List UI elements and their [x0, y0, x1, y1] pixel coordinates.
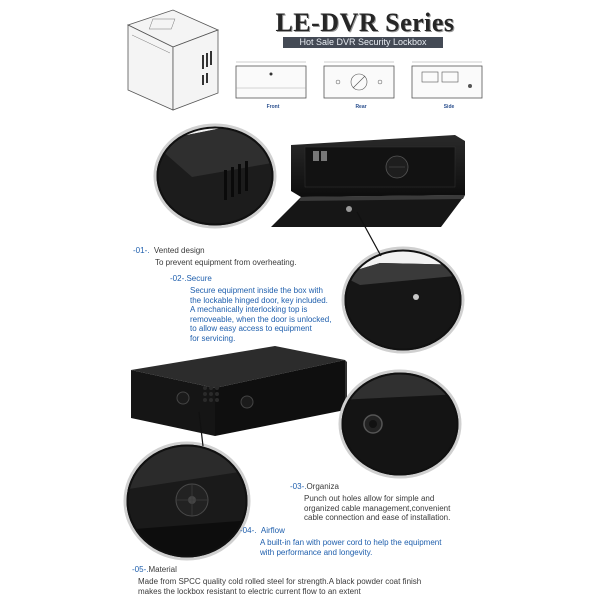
feature-05: -05-.Material Made from SPCC quality col… — [132, 559, 492, 596]
closed-lockbox-photo — [131, 346, 347, 436]
connector-line — [198, 411, 204, 447]
key-lock-zoom — [341, 246, 465, 354]
open-lockbox-photo — [271, 135, 465, 227]
side-view-drawing — [411, 61, 483, 99]
feature-04-line: A built-in fan with power cord to help t… — [260, 538, 442, 547]
feature-05-desc: Made from SPCC quality cold rolled steel… — [132, 577, 492, 596]
feature-04-number: -04-. — [240, 526, 257, 535]
rear-view-label: Rear — [355, 104, 367, 110]
feature-02-line: for servicing. — [190, 333, 236, 343]
feature-01-desc: To prevent equipment from overheating. — [155, 258, 297, 267]
feature-03-line: cable connection and ease of installatio… — [304, 513, 451, 522]
feature-02-number: -02-. — [170, 274, 187, 283]
feature-04-line: with performance and longevity. — [260, 547, 373, 557]
rear-view-drawing — [323, 61, 395, 99]
side-view-label: Side — [443, 104, 455, 110]
feature-02-line: removeable, when the door is unlocked, — [190, 314, 332, 324]
feature-02-line: A mechanically interlocking top is — [190, 305, 308, 314]
feature-03-number: -03-. — [290, 482, 307, 491]
feature-04: -04-. Airflow A built-in fan with power … — [240, 520, 500, 557]
feature-05-line: makes the lockbox resistant to electric … — [138, 586, 361, 596]
interior-fan-zoom — [123, 441, 251, 561]
feature-05-title: Material — [148, 565, 177, 574]
feature-03: -03-.Organiza Punch out holes allow for … — [290, 476, 500, 523]
feature-04-title: Airflow — [260, 526, 285, 535]
feature-02-desc: Secure equipment inside the box with the… — [170, 286, 370, 343]
page-subtitle: Hot Sale DVR Security Lockbox — [283, 37, 443, 48]
feature-03-line: Punch out holes allow for simple and — [304, 494, 435, 503]
punch-out-hole-zoom — [338, 369, 462, 479]
page-title: LE-DVR Series — [275, 8, 455, 37]
feature-01-title: Vented design — [153, 246, 205, 255]
vented-design-zoom — [153, 123, 277, 229]
feature-01: -01-. Vented design To prevent equipment… — [133, 240, 353, 268]
feature-02-line: the lockable hinged door, key included. — [190, 295, 328, 305]
feature-04-desc: A built-in fan with power cord to help t… — [240, 538, 500, 557]
feature-05-line: Made from SPCC quality cold rolled steel… — [138, 577, 422, 586]
front-view-label: Front — [266, 104, 280, 110]
feature-03-title: Organiza — [306, 482, 339, 491]
feature-02: -02-.Secure Secure equipment inside the … — [170, 268, 370, 343]
feature-03-desc: Punch out holes allow for simple and org… — [290, 494, 500, 523]
feature-02-line: Secure equipment inside the box with — [190, 286, 323, 295]
feature-05-number: -05-. — [132, 565, 149, 574]
feature-02-line: to allow easy access to equipment — [190, 324, 312, 333]
feature-03-line: organized cable management,convenient — [304, 503, 451, 513]
feature-02-title: Secure — [186, 274, 212, 283]
isometric-drawing — [126, 9, 220, 111]
connector-line — [356, 211, 382, 257]
feature-01-number: -01-. — [133, 246, 150, 255]
front-view-drawing — [235, 61, 307, 99]
